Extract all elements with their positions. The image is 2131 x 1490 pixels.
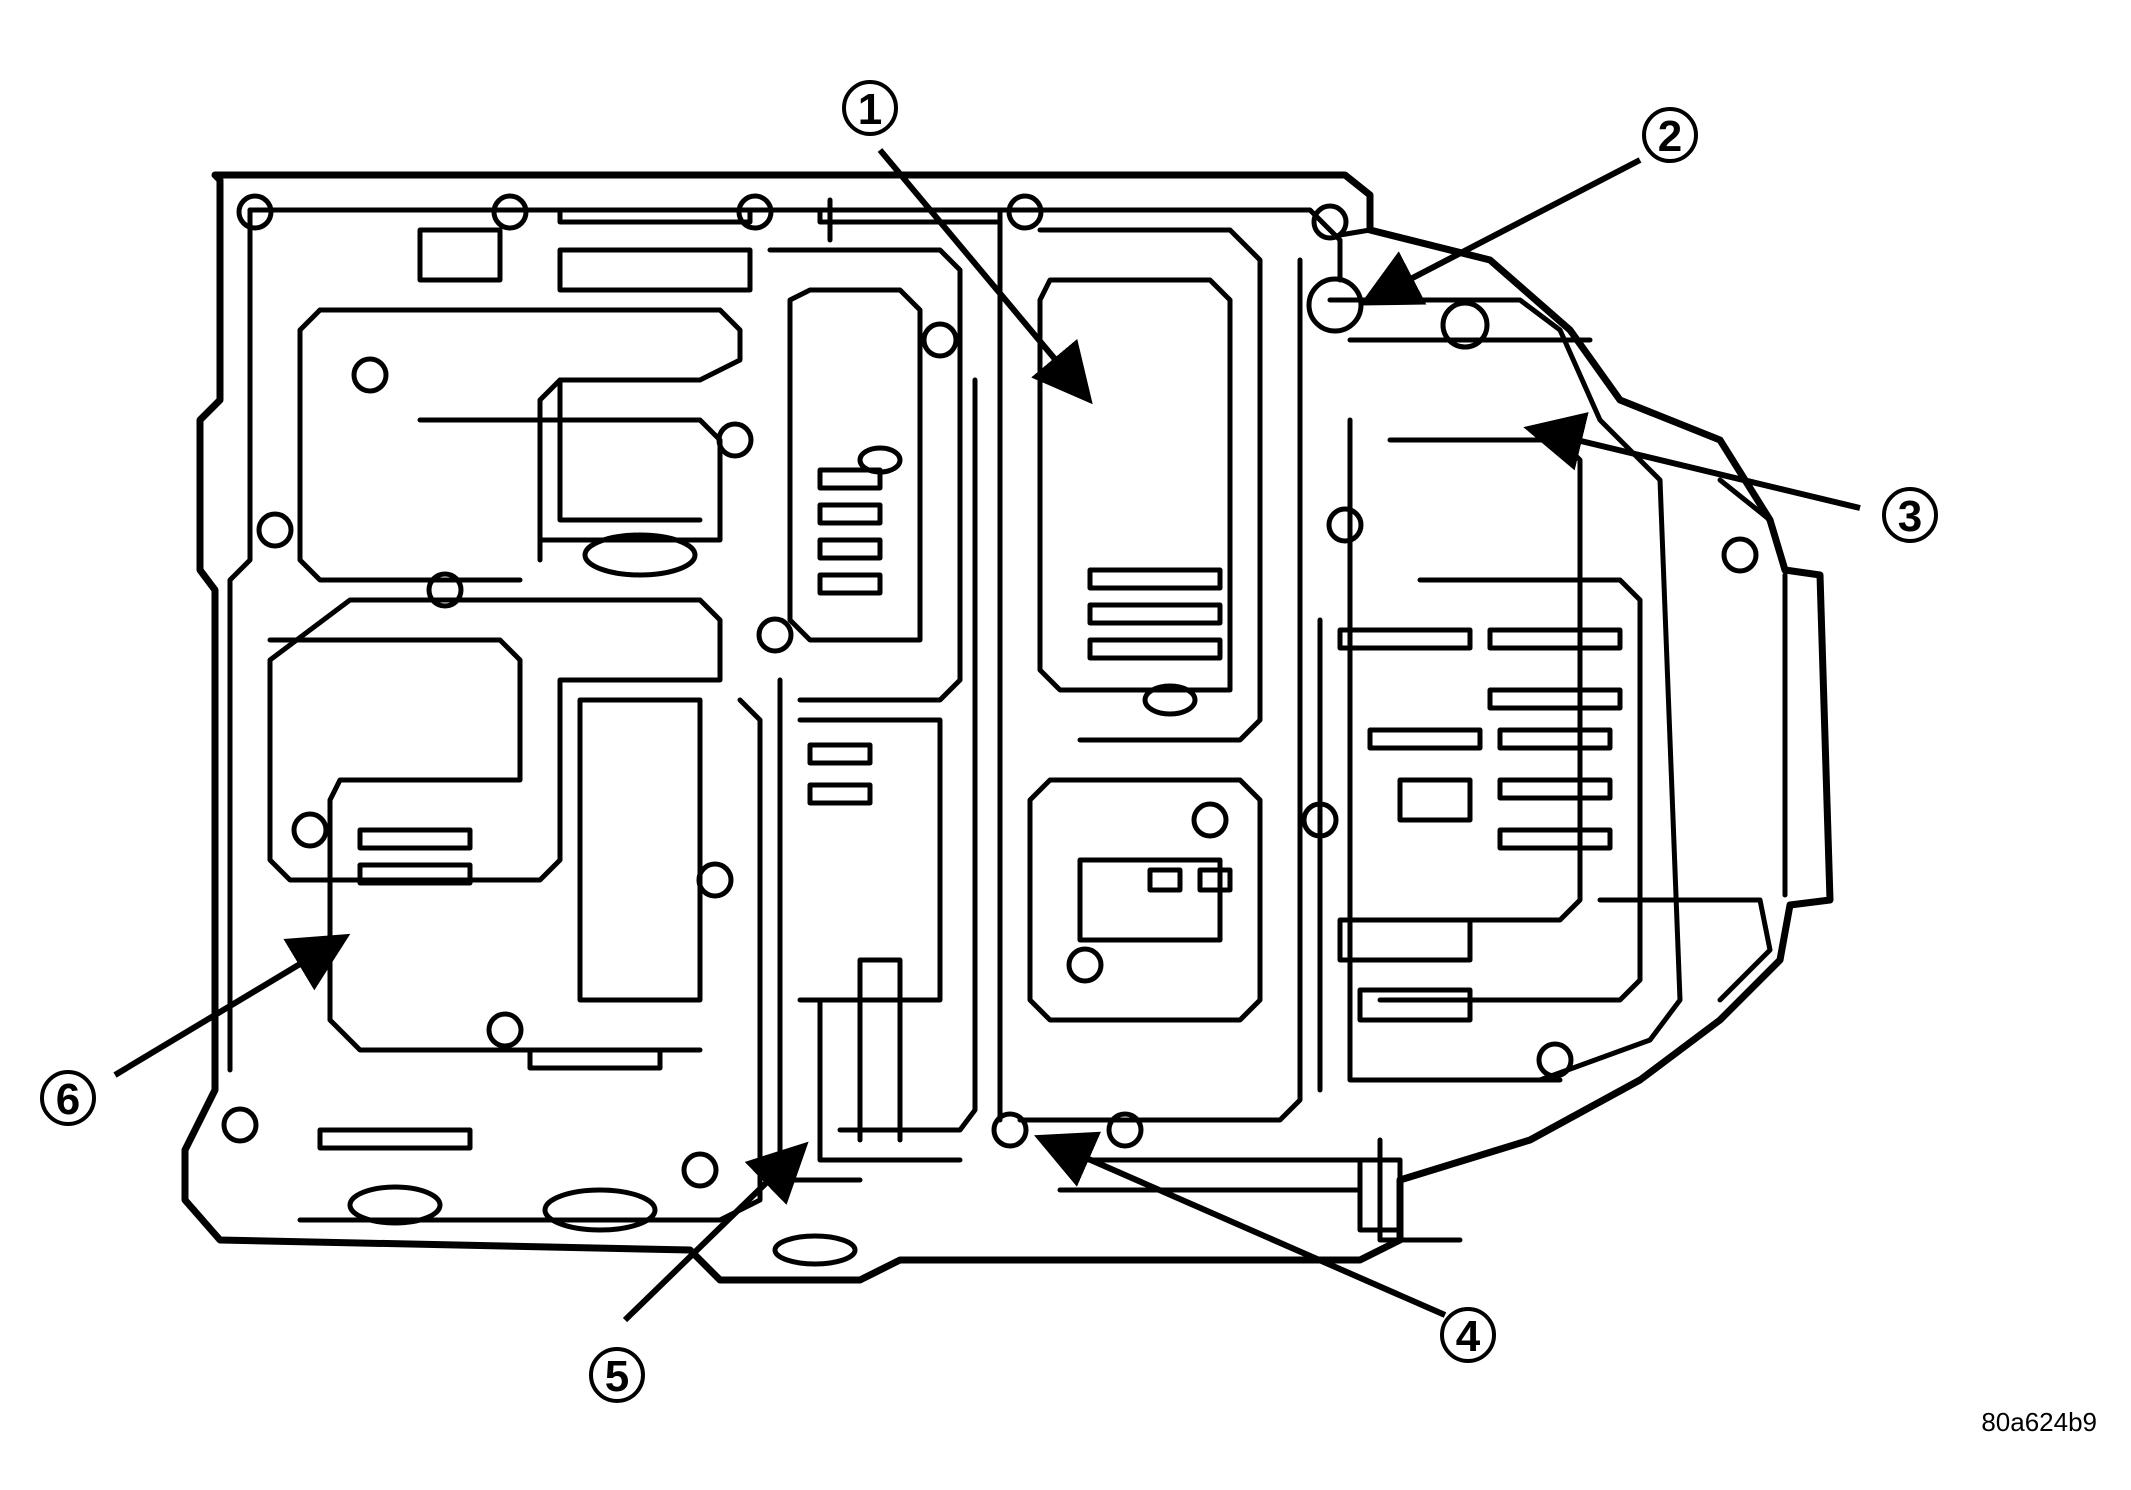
leader-line [622, 1141, 809, 1323]
bolt-hole [236, 193, 274, 231]
callout-label: 1 [858, 85, 882, 134]
bolt-hole [426, 571, 464, 609]
leader-line [1523, 412, 1861, 511]
leader-line [1034, 1131, 1447, 1318]
callout-label: 5 [605, 1352, 629, 1401]
callout-label: 2 [1658, 112, 1682, 161]
bolt-hole [1326, 506, 1364, 544]
callout-circle [1882, 487, 1938, 543]
bolt-hole [681, 1151, 719, 1189]
callout-1: 1 [842, 80, 1093, 405]
bolt-hole [1311, 203, 1349, 241]
side-flange [1337, 227, 1788, 898]
callout-circle [40, 1070, 96, 1126]
callout-label: 6 [56, 1075, 80, 1124]
bolt-hole [921, 321, 959, 359]
bolt-hole [1006, 193, 1044, 231]
valve-body-outline [181, 171, 1834, 1284]
bolt-hole [1106, 1111, 1144, 1149]
bolt-hole [1721, 536, 1759, 574]
bolt-hole [756, 616, 794, 654]
callout-label: 4 [1456, 1312, 1481, 1361]
bolt-hole [1440, 300, 1490, 350]
ports [347, 445, 1198, 1267]
bolt-hole [351, 356, 389, 394]
bolt-hole [991, 1111, 1029, 1149]
leader-line [877, 148, 1093, 405]
bolt-hole [696, 861, 734, 899]
bolt-hole [1191, 801, 1229, 839]
callout-circle [842, 80, 898, 136]
bolt-hole [1536, 1041, 1574, 1079]
bolt-hole [256, 511, 294, 549]
callout-3: 3 [1523, 412, 1938, 543]
leader-line [113, 933, 351, 1078]
bolt-hole [491, 193, 529, 231]
bolt-hole [1301, 801, 1339, 839]
bolt-hole [1306, 276, 1364, 334]
callout-4: 4 [1034, 1131, 1496, 1363]
callout-6: 6 [40, 933, 351, 1126]
bolt-hole [291, 811, 329, 849]
reference-code: 80a624b9 [1981, 1407, 2097, 1437]
fluid-passages [227, 197, 1773, 1243]
bolt-hole [486, 1011, 524, 1049]
callout-label: 3 [1898, 492, 1922, 541]
callout-circle [589, 1347, 645, 1403]
leader-line [1359, 157, 1642, 306]
bolt-hole [221, 1106, 259, 1144]
callout-2: 2 [1359, 107, 1698, 306]
callout-5: 5 [589, 1141, 809, 1403]
valve-slots [317, 207, 1623, 1233]
callout-circle [1642, 107, 1698, 163]
bolt-hole [716, 421, 754, 459]
bolt-hole [1066, 946, 1104, 984]
callout-circle [1440, 1307, 1496, 1363]
